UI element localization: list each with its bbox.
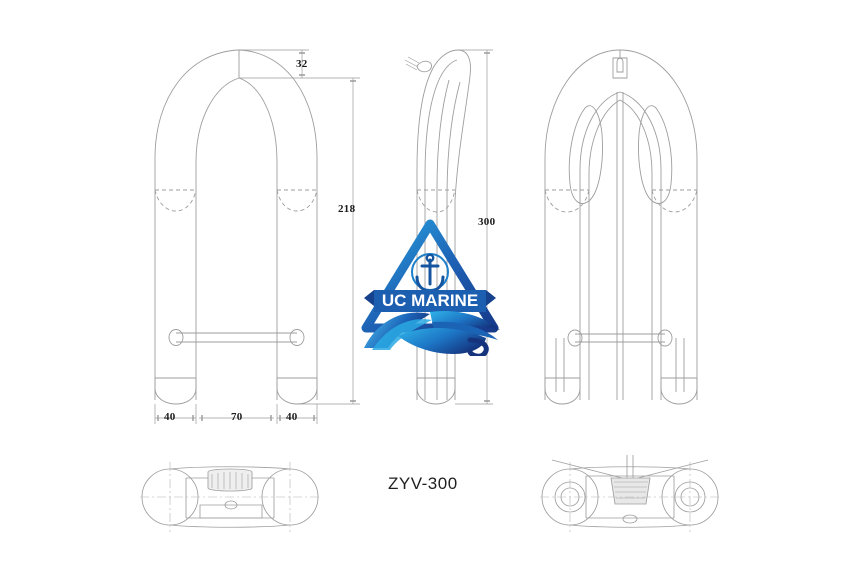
rear-right-seam-curve: [651, 189, 698, 213]
plan-right-top-edge: [569, 466, 691, 470]
rear-center-spine: [616, 92, 624, 400]
plan-right-bucket: [610, 477, 651, 505]
dim-40b-ext: [276, 404, 318, 424]
front-crossbar-left-joint: [168, 329, 184, 346]
plan-right-spine-arms: [551, 459, 709, 479]
front-left-seam-curve: [154, 189, 197, 212]
rear-inner-right-2: [619, 99, 653, 400]
side-body-inner-right: [446, 81, 461, 400]
plan-left-top-edge: [169, 466, 291, 470]
plan-left-grille-bars: [211, 472, 249, 489]
plan-left-bottom-edge: [169, 524, 291, 528]
side-seam-curve: [416, 189, 456, 213]
view-rear-elevation: [544, 49, 698, 405]
plan-right-fitting: [622, 514, 638, 524]
plan-left-bench-fitting: [224, 500, 238, 510]
front-crossbar: [176, 332, 297, 343]
plan-right-bucket-texture: [614, 481, 648, 499]
dimension-lines-front: [154, 49, 360, 424]
dim-300-ticks: [484, 52, 490, 402]
plan-left-deck-sides: [185, 478, 275, 518]
dim-40b-ticks: [279, 415, 315, 421]
view-side-elevation: [404, 49, 471, 405]
dimension-label-32: 32: [296, 58, 308, 70]
rear-crossbar: [575, 333, 665, 343]
front-outer-left-inner-edge: [195, 77, 240, 400]
rear-left-strip: [555, 338, 565, 392]
plan-right-spine: [626, 455, 634, 478]
dim-218-ticks: [350, 80, 356, 402]
front-outer-right-edge: [238, 49, 318, 400]
rear-zipper-pull: [616, 57, 624, 73]
dimension-label-218: 218: [338, 203, 356, 215]
rear-right-strip: [675, 338, 685, 392]
front-right-foot: [276, 378, 318, 405]
rear-left-foot: [544, 378, 581, 405]
front-outer-left-edge: [154, 49, 240, 400]
dim-70-ticks: [201, 415, 272, 421]
rear-inner-right: [619, 91, 662, 400]
front-left-foot: [154, 378, 197, 405]
rear-left-seam-curve: [544, 189, 590, 213]
view-bottom-plan-left: [140, 462, 320, 532]
plan-left-bench: [199, 504, 263, 519]
dimension-label-40-right: 40: [286, 411, 298, 423]
dim-32-ticks: [299, 52, 305, 76]
front-outer-right-inner-edge: [238, 77, 278, 400]
dimension-label-300: 300: [478, 216, 496, 228]
rear-right-foot: [660, 378, 698, 405]
side-zipper-pull: [416, 60, 432, 73]
rear-right-pocket: [638, 105, 673, 204]
side-zipper-teeth: [404, 56, 420, 71]
rear-inner-left-2: [588, 99, 621, 400]
model-number-label: ZYV-300: [388, 474, 458, 493]
side-foot: [416, 378, 456, 405]
rear-crossbar-left-joint: [567, 329, 583, 347]
view-front-elevation: [154, 49, 318, 405]
dim-40a-ext: [154, 404, 197, 424]
rear-outer-left: [544, 49, 621, 400]
side-body-inner-left: [424, 59, 458, 400]
rear-outer-right: [619, 49, 698, 400]
view-bottom-plan-right: [540, 455, 720, 532]
front-crossbar-right-joint: [289, 329, 305, 346]
dim-40a-ticks: [157, 415, 194, 421]
plan-right-bottom-edge: [569, 524, 691, 528]
rear-inner-left: [579, 91, 621, 400]
side-body-center-line: [436, 79, 450, 400]
rear-zipper-body: [612, 57, 628, 79]
rear-left-pocket: [568, 105, 603, 204]
front-right-seam-curve: [276, 189, 318, 212]
rear-crossbar-right-joint: [657, 329, 673, 347]
dimension-label-70: 70: [231, 411, 243, 423]
dimension-label-40-left: 40: [164, 411, 176, 423]
